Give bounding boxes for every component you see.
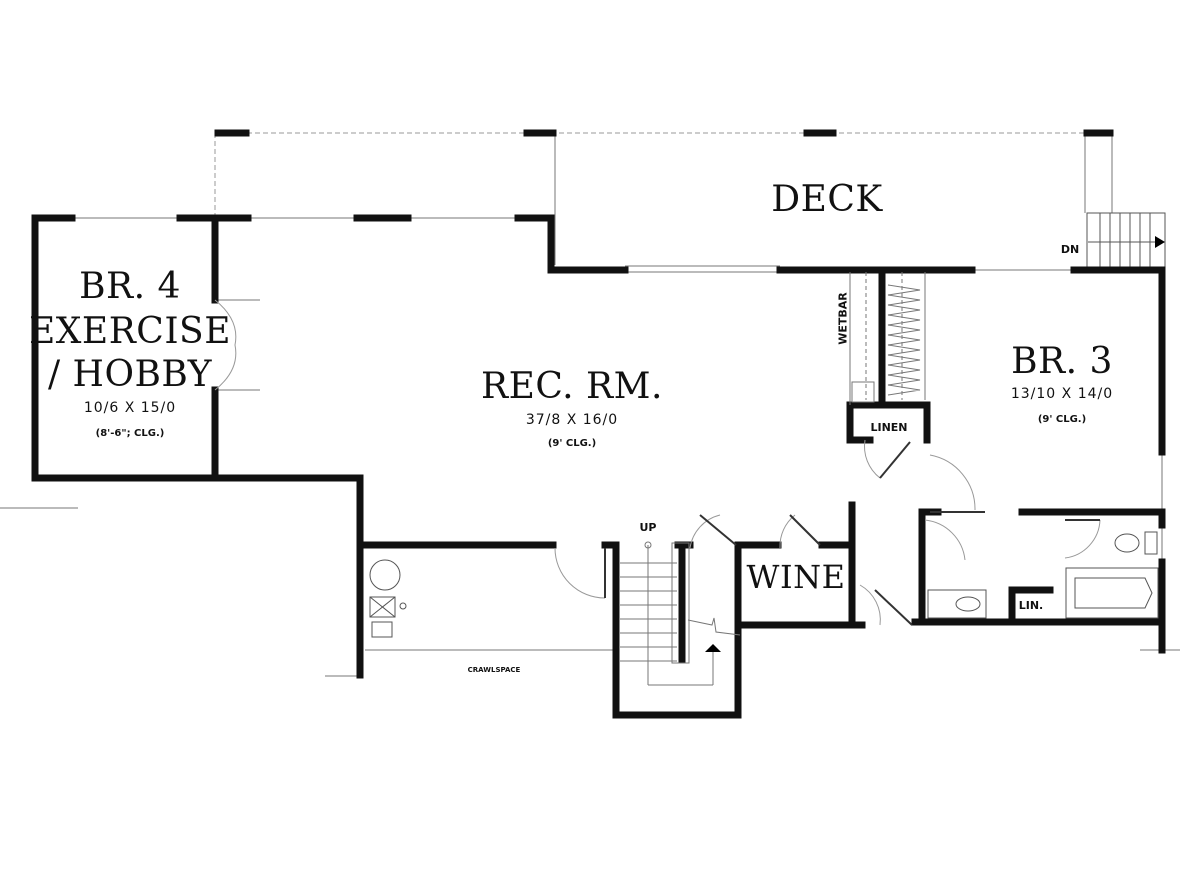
br4-name-line1: BR. 4 [79,266,181,307]
br4-name-line3: / HOBBY [47,354,213,395]
stair-down-label: DN [1060,243,1080,256]
door-leaf [789,514,821,546]
door-leaf [874,589,913,626]
fixtures [369,531,1159,638]
closet-shelving [887,284,921,396]
door-leaf [699,514,737,546]
walls [31,129,1166,719]
door-leaf [879,441,911,479]
rec-room-size: 37/8 X 16/0 [525,412,619,428]
br3-size: 13/10 X 14/0 [1010,386,1114,402]
wetbar-label: WETBAR [836,292,850,345]
br3-name: BR. 3 [1011,341,1113,382]
deck-outline [214,132,1112,218]
br4-ceiling: (8'-6"; CLG.) [95,428,165,439]
rec-room-name: REC. RM. [481,366,663,407]
br4-name-line2: EXERCISE [29,311,231,352]
wine-label: WINE [746,558,846,596]
crawlspace-label: CRAWLSPACE [467,666,521,674]
deck-label: DECK [771,179,883,220]
stair-arrow-icon [705,644,721,652]
arrow-icon [1155,236,1165,248]
door-swings [214,299,1101,626]
exterior-stair [1086,212,1166,269]
stair-up-label: UP [639,521,657,534]
wetbar-closet [849,272,926,405]
interior-stair [620,541,741,686]
lin-label: LIN. [1018,599,1044,612]
rec-room-ceiling: (9' CLG.) [547,438,597,449]
br3-ceiling: (9' CLG.) [1037,414,1087,425]
br4-size: 10/6 X 15/0 [83,400,177,416]
linen-label: LINEN [870,421,908,434]
door-leaves [604,441,1100,626]
